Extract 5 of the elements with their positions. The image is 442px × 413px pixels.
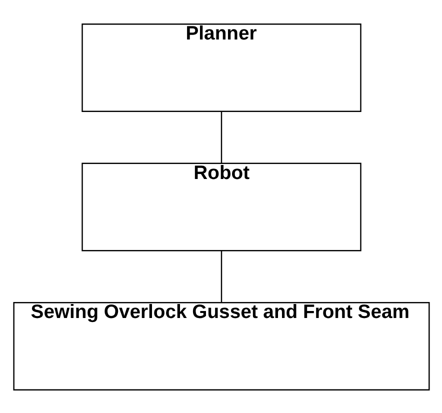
node-box: Robot xyxy=(81,162,361,251)
node-box: Sewing Overlock Gusset and Front Seam xyxy=(12,302,430,390)
connector xyxy=(220,111,222,163)
node-box: Planner xyxy=(81,23,361,112)
connector xyxy=(220,250,222,302)
